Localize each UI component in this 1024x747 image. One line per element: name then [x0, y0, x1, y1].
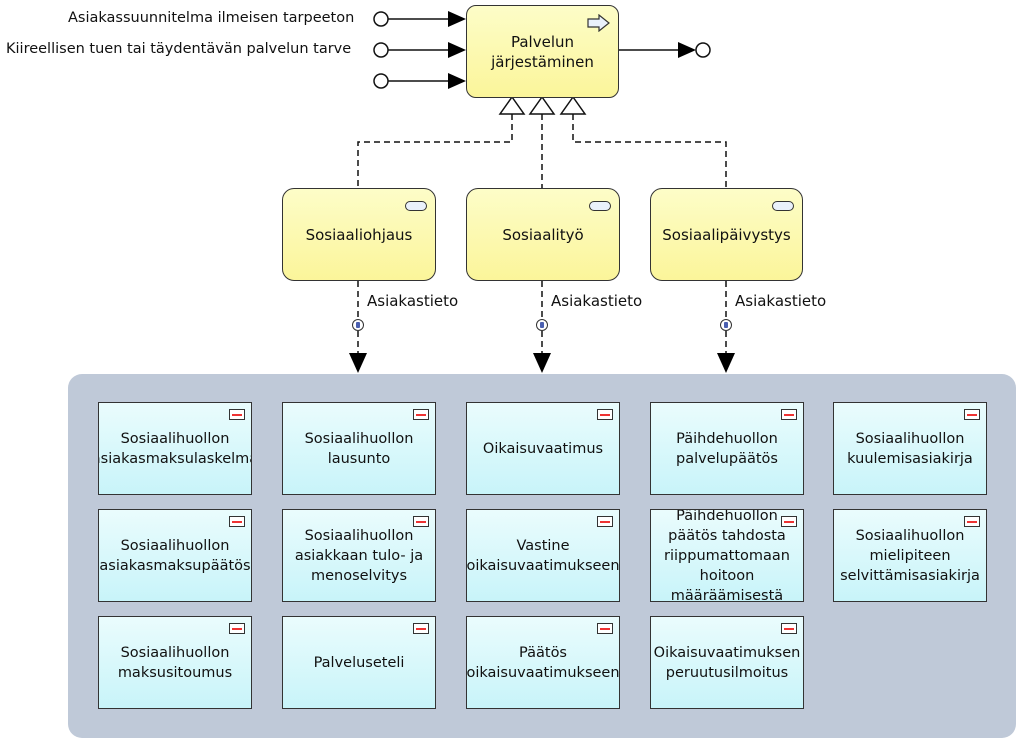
service-icon	[405, 201, 427, 211]
service-label: Sosiaalipäivystys	[662, 225, 791, 244]
service-sosiaaliohjaus[interactable]: Sosiaaliohjaus	[282, 188, 436, 281]
process-arrow-icon	[587, 14, 610, 32]
process-label: Palvelun järjestäminen	[491, 32, 594, 71]
data-object-icon	[964, 516, 980, 527]
flow-label-2: Asiakastieto	[551, 292, 643, 310]
data-object-icon	[413, 623, 429, 634]
information-icon	[720, 319, 732, 331]
data-object-icon	[964, 409, 980, 420]
input-port-2	[373, 42, 389, 58]
data-object-icon	[597, 516, 613, 527]
data-object-icon	[781, 516, 797, 527]
data-object-icon	[413, 409, 429, 420]
service-label: Sosiaaliohjaus	[305, 225, 413, 244]
flow-label-3: Asiakastieto	[735, 292, 827, 310]
realization-line-1	[357, 114, 513, 188]
output-port	[695, 42, 711, 58]
information-icon	[536, 319, 548, 331]
data-object-label: Palveluseteli	[313, 654, 405, 671]
service-icon	[589, 201, 611, 211]
realization-triangle-2	[528, 95, 556, 115]
process-palvelun-jarjestaminen[interactable]: Palvelun järjestäminen	[466, 5, 619, 98]
flow-arrow-2	[533, 353, 551, 373]
realization-triangle-1	[498, 95, 526, 115]
input-port-3	[373, 73, 389, 89]
service-sosiaalipaivystys[interactable]: Sosiaalipäivystys	[650, 188, 803, 281]
information-icon	[352, 319, 364, 331]
data-object[interactable]: Oikaisuvaatimus	[466, 402, 620, 495]
data-object-icon	[597, 623, 613, 634]
data-object-icon	[781, 623, 797, 634]
data-object-icon	[413, 516, 429, 527]
realization-triangle-3	[559, 95, 587, 115]
input-label-2: Kiireellisen tuen tai täydentävän palvel…	[6, 41, 352, 57]
data-object-icon	[229, 516, 245, 527]
data-object-icon	[229, 623, 245, 634]
flow-arrow-3	[717, 353, 735, 373]
service-label: Sosiaalityö	[502, 225, 584, 244]
service-icon	[772, 201, 794, 211]
input-arrow-3	[448, 73, 466, 89]
output-arrow	[678, 42, 696, 58]
input-port-1	[373, 11, 389, 27]
data-object-icon	[597, 409, 613, 420]
realization-line-3	[572, 114, 727, 188]
flow-label-1: Asiakastieto	[367, 292, 459, 310]
input-arrow-1	[448, 11, 466, 27]
service-sosiaalityo[interactable]: Sosiaalityö	[466, 188, 620, 281]
flow-arrow-1	[349, 353, 367, 373]
data-object[interactable]: Palveluseteli	[282, 616, 436, 709]
data-object-icon	[781, 409, 797, 420]
input-arrow-2	[448, 42, 466, 58]
data-object-label: Oikaisuvaatimus	[482, 440, 604, 457]
data-object-icon	[229, 409, 245, 420]
input-label-1: Asiakassuunnitelma ilmeisen tarpeeton	[68, 10, 355, 26]
